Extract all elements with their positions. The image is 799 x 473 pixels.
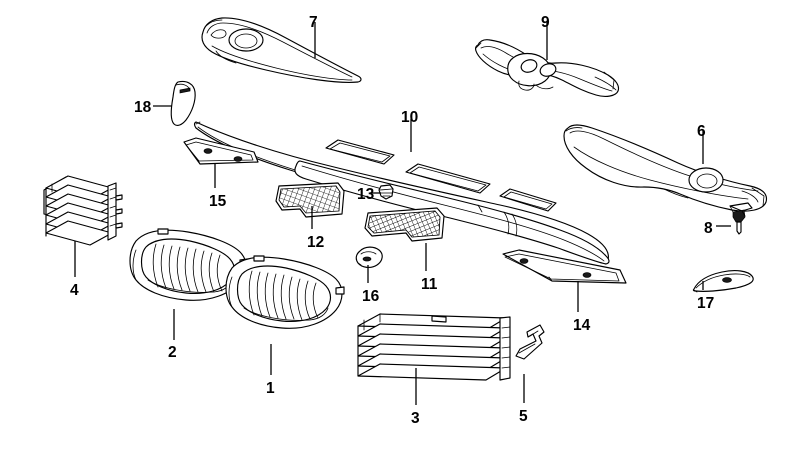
callout-number-12[interactable]: 12 — [307, 234, 325, 251]
callout-number-17[interactable]: 17 — [697, 295, 715, 312]
part-13-nut-clip — [378, 184, 394, 200]
callout-number-4[interactable]: 4 — [70, 282, 79, 299]
part-16-cover-cap — [355, 246, 383, 269]
callout-number-7[interactable]: 7 — [309, 14, 318, 31]
callout-number-16[interactable]: 16 — [362, 288, 380, 305]
part-4-air-intake-grille-left — [43, 175, 123, 246]
part-5-retaining-bracket — [515, 324, 545, 360]
callout-number-2[interactable]: 2 — [168, 344, 177, 361]
part-14-lower-trim-strip — [502, 249, 627, 284]
part-10-upper-trim-panel — [193, 121, 610, 265]
callout-leader-lines — [74, 22, 731, 405]
part-8-expanding-clip — [729, 202, 753, 235]
part-9-hood-lock-bracket — [475, 39, 620, 97]
callout-number-6[interactable]: 6 — [697, 123, 706, 140]
part-6-trim-cover-right — [563, 124, 768, 212]
part-12-mesh-insert-left — [275, 182, 345, 218]
part-11-mesh-insert-right — [364, 207, 445, 242]
part-1-kidney-grille-right — [225, 255, 345, 329]
callout-number-9[interactable]: 9 — [541, 14, 550, 31]
callout-number-1[interactable]: 1 — [266, 380, 275, 397]
callout-number-15[interactable]: 15 — [209, 193, 227, 210]
callout-number-18[interactable]: 18 — [134, 99, 152, 116]
callout-number-14[interactable]: 14 — [573, 317, 591, 334]
part-7-trim-cover-left — [201, 17, 362, 83]
callout-number-10[interactable]: 10 — [401, 109, 419, 126]
part-15-trim-strip-left — [183, 137, 259, 165]
part-17-trim-cap-right — [692, 270, 754, 293]
callout-number-3[interactable]: 3 — [411, 410, 420, 427]
callout-number-8[interactable]: 8 — [704, 220, 713, 237]
part-3-lower-grille-center — [357, 313, 511, 381]
callout-number-5[interactable]: 5 — [519, 408, 528, 425]
part-18-end-cap — [170, 80, 196, 126]
callout-number-13[interactable]: 13 — [357, 186, 375, 203]
callout-number-11[interactable]: 11 — [421, 276, 438, 293]
